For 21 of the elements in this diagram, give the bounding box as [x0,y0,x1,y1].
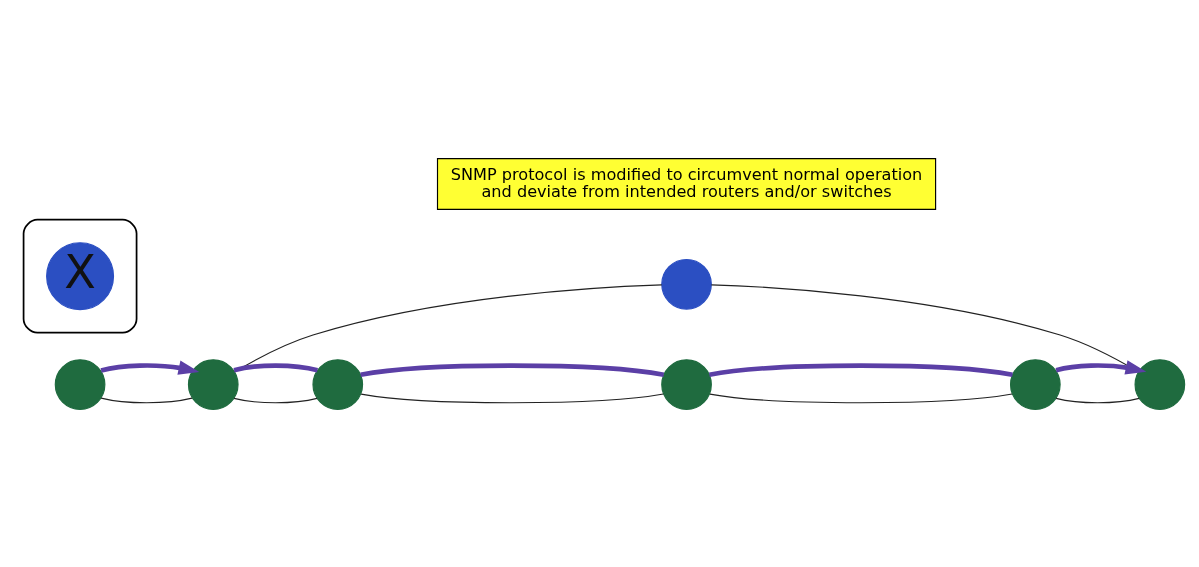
node-circle [1009,358,1061,410]
node-circle: X [46,241,115,310]
node-box: SNMP protocol is modified to circumvent normal operation and deviate from intended routers and/or switches [436,157,937,210]
node-circle [661,358,712,410]
cluster [22,218,138,334]
connector [360,392,664,403]
connector [709,362,1013,377]
node-circle [187,358,239,410]
connector [360,362,665,377]
connector [233,362,318,373]
connector [234,283,663,372]
connector [1055,397,1140,403]
node-circle [312,358,364,410]
connector [233,397,318,403]
node-circle [661,258,712,310]
node-circle [54,358,106,410]
arrow [100,360,200,375]
connector [100,397,193,403]
connector [709,392,1013,403]
arrow [1055,359,1147,375]
node-circle [1134,358,1186,410]
